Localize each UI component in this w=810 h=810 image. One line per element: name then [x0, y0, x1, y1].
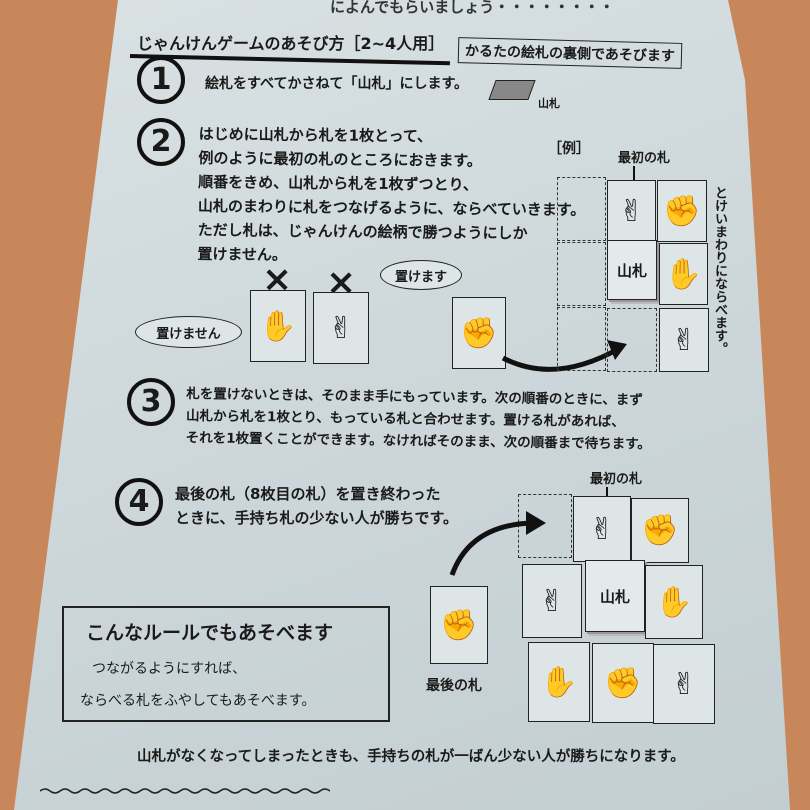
card-rock: ✊	[631, 498, 689, 563]
arrow-icon	[449, 511, 546, 576]
step-2-number: 2	[137, 118, 185, 166]
step-3-text: 札を置けないときは、そのまま手にもっています。次の順番のときに、まず 山札から札…	[186, 383, 652, 455]
variant-line: つながるようにすれば、	[92, 661, 247, 677]
cannot-place-bubble: 置けません	[135, 316, 242, 348]
pile-icon	[488, 80, 536, 100]
card-paper: ✋	[645, 565, 703, 639]
first-card-pointer	[606, 487, 608, 501]
variant-title: こんなルールでもあそべます	[86, 622, 334, 644]
card-scissors: ✌	[607, 180, 656, 242]
last-card-rock: ✊	[430, 586, 488, 664]
first-card-label: 最初の札	[618, 151, 671, 166]
empty-slot	[557, 242, 606, 306]
card-scissors: ✌	[653, 644, 715, 724]
card-scissors: ✌	[313, 292, 369, 364]
top-cut-text: によんでもらいましょう・・・・・・・・	[330, 0, 615, 16]
wavy-divider	[40, 788, 330, 794]
step-3-number: 3	[127, 378, 175, 426]
clockwise-text: とけいまわりにならべます。	[712, 186, 727, 355]
pile-icon-label: 山札	[538, 97, 560, 110]
card-scissors: ✌	[659, 308, 709, 372]
card-rock: ✊	[452, 297, 506, 369]
footer-text: 山札がなくなってしまったときも、手持ちの札が一ばん少ない人が勝ちになります。	[137, 749, 685, 765]
page-title: じゃんけんゲームのあそび方［2~4人用］	[137, 34, 445, 53]
step-4-number: 4	[115, 478, 163, 526]
step-1-text: 絵札をすべてかさねて「山札」にします。	[205, 76, 469, 92]
first-card-label: 最初の札	[590, 472, 643, 487]
card-paper: ✋	[250, 290, 306, 362]
card-scissors: ✌	[522, 564, 582, 638]
card-paper: ✋	[528, 642, 590, 722]
can-place-bubble: 置けます	[380, 260, 462, 290]
step-2-text: はじめに山札から札を1枚とって、 例のように最初の札のところにおきます。 順番を…	[197, 122, 586, 270]
variant-line: ならべる札をふやしてもあそべます。	[80, 693, 316, 709]
last-card-label: 最後の札	[426, 678, 482, 694]
pile-stack: 山札	[585, 560, 645, 632]
step-1-number: 1	[137, 56, 185, 104]
pile-stack: 山札	[607, 240, 657, 300]
step-4-line: 最後の札（8枚目の札）を置き終わった	[175, 485, 441, 503]
first-card-pointer	[633, 166, 635, 182]
step-4-line: ときに、手持ち札の少ない人が勝ちです。	[175, 509, 459, 527]
card-rock: ✊	[592, 643, 654, 723]
variant-rule-box	[62, 606, 390, 722]
empty-slot	[557, 307, 606, 371]
empty-slot	[557, 177, 606, 241]
step-4-text: 最後の札（8枚目の札）を置き終わった ときに、手持ち札の少ない人が勝ちです。	[175, 482, 458, 530]
card-rock: ✊	[657, 180, 707, 242]
example-label: ［例］	[548, 141, 590, 157]
empty-slot	[607, 308, 657, 372]
card-paper: ✋	[659, 243, 708, 305]
card-scissors: ✌	[573, 496, 631, 562]
